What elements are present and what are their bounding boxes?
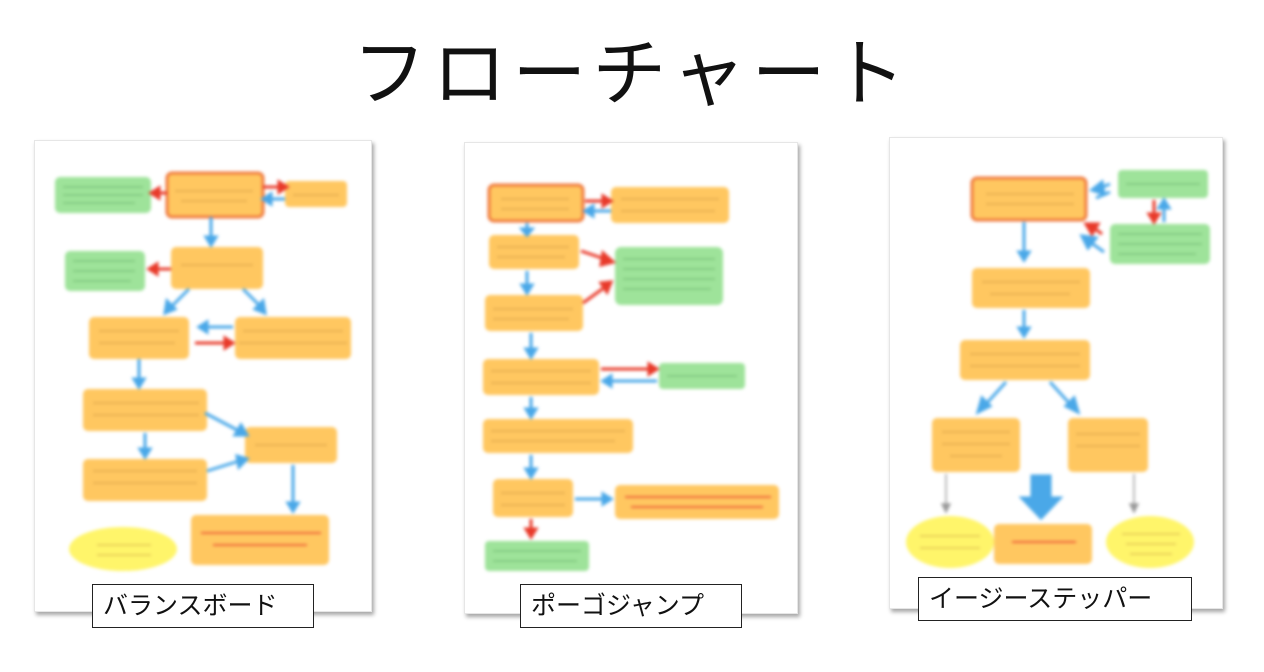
flowchart-card-pogo-jump <box>464 142 798 614</box>
flowchart-card-easy-stepper <box>889 137 1223 609</box>
flowchart-diagram <box>906 170 1210 568</box>
card-caption-easy-stepper: イージーステッパー <box>918 577 1192 621</box>
flowchart-card-balance-board <box>34 140 372 612</box>
card-caption-pogo-jump: ポーゴジャンプ <box>520 584 742 628</box>
flowchart-diagram <box>483 183 779 571</box>
flowchart-diagram <box>55 171 351 571</box>
page-title: フローチャート <box>352 31 912 117</box>
card-caption-balance-board: バランスボード <box>92 584 314 628</box>
